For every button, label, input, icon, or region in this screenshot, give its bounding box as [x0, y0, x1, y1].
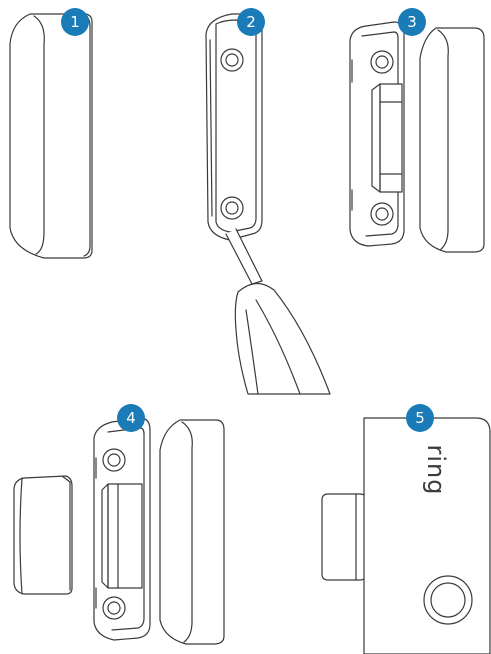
step-3-opened-sensor — [350, 22, 484, 252]
step-badge-2: 2 — [237, 8, 265, 36]
step-4-battery-removed — [14, 418, 224, 644]
step-number-1: 1 — [70, 13, 80, 31]
step-badge-1: 1 — [61, 8, 89, 36]
step-number-3: 3 — [407, 13, 417, 31]
step-badge-5: 5 — [406, 404, 434, 432]
step-1-closed-sensor — [10, 14, 92, 258]
ring-logo: ring — [422, 445, 450, 496]
step-badge-3: 3 — [398, 8, 426, 36]
step-badge-4: 4 — [117, 404, 145, 432]
step-number-2: 2 — [246, 13, 256, 31]
step-2-pry-open-sensor — [206, 14, 330, 394]
step-number-5: 5 — [415, 409, 425, 427]
step-5-reassembled-sensor — [322, 418, 490, 654]
step-number-4: 4 — [126, 409, 136, 427]
